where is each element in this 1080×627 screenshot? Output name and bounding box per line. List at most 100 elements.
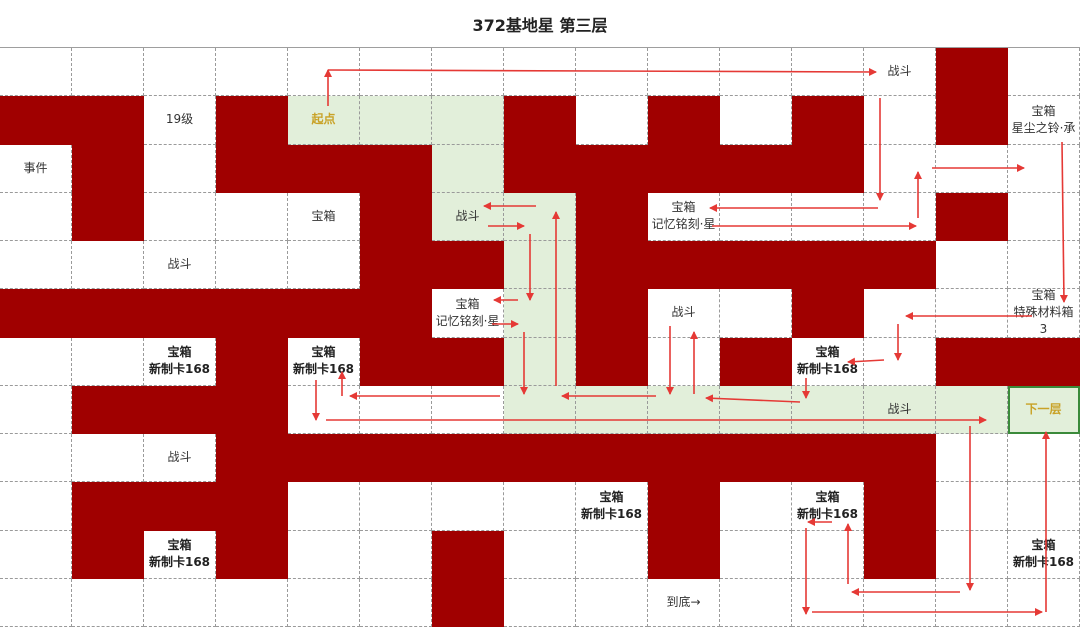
map-cell-empty (576, 48, 648, 97)
map-cell-empty (1008, 578, 1080, 627)
map-cell-wall (864, 482, 936, 531)
map-cell-empty (0, 434, 72, 483)
map-cell-wall (576, 192, 648, 241)
next-floor-exit: 下一层 (1008, 385, 1080, 434)
map-cell-label: 宝箱 新制卡168 (288, 337, 360, 386)
map-cell-path (504, 385, 576, 434)
cell-label: 战斗 (887, 401, 912, 416)
cell-label: 宝箱 记忆铭刻·星 (651, 200, 716, 232)
map-cell-wall (216, 385, 288, 434)
cell-label: 战斗 (671, 305, 696, 320)
cell-label: 战斗 (887, 64, 912, 79)
map-cell-empty (1008, 434, 1080, 483)
start-point: 起点 (288, 96, 360, 145)
map-cell-empty (936, 530, 1008, 579)
map-cell-empty (792, 530, 864, 579)
map-cell-wall (288, 434, 360, 483)
cell-label: 19级 (165, 112, 194, 127)
map-cell-path (504, 337, 576, 386)
map-cell-wall (144, 385, 216, 434)
cell-label: 宝箱 新制卡168 (148, 345, 211, 377)
map-cell-empty (432, 482, 504, 531)
map-cell-empty (1008, 48, 1080, 97)
map-cell-empty (864, 337, 936, 386)
cell-label: 宝箱 新制卡168 (1012, 538, 1075, 570)
map-cell-path (504, 192, 576, 241)
map-cell-wall (864, 434, 936, 483)
map-cell-wall (936, 48, 1008, 97)
map-cell-empty (0, 192, 72, 241)
map-cell-label: 宝箱 记忆铭刻·星 (648, 192, 720, 241)
map-cell-label: 战斗 (144, 241, 216, 290)
map-cell-empty (792, 192, 864, 241)
map-cell-empty (144, 578, 216, 627)
map-cell-empty (936, 482, 1008, 531)
map-cell-empty (288, 241, 360, 290)
map-cell-empty (144, 144, 216, 193)
map-cell-wall (504, 96, 576, 145)
map-cell-label: 宝箱 新制卡168 (144, 530, 216, 579)
map-cell-empty (1008, 482, 1080, 531)
map-cell-empty (576, 96, 648, 145)
map-cell-wall (576, 337, 648, 386)
map-cell-empty (720, 96, 792, 145)
map-cell-empty (432, 48, 504, 97)
map-cell-label: 宝箱 新制卡168 (1008, 530, 1080, 579)
map-cell-empty (864, 289, 936, 338)
map-cell-label: 宝箱 特殊材料箱 3 (1008, 288, 1080, 338)
map-cell-wall (720, 434, 792, 483)
map-cell-wall (72, 96, 144, 145)
map-cell-label: 宝箱 新制卡168 (792, 337, 864, 386)
map-cell-empty (864, 578, 936, 627)
map-cell-empty (0, 482, 72, 531)
map-cell-empty (216, 578, 288, 627)
map-cell-empty (432, 385, 504, 434)
map-cell-wall (72, 192, 144, 241)
map-cell-label: 宝箱 新制卡168 (576, 482, 648, 531)
map-cell-empty (576, 578, 648, 627)
map-cell-empty (288, 48, 360, 97)
map-cell-wall (648, 241, 720, 290)
map-cell-wall (864, 530, 936, 579)
map-cell-empty (864, 144, 936, 193)
map-cell-empty (216, 192, 288, 241)
map-cell-empty (144, 192, 216, 241)
map-cell-wall (864, 241, 936, 290)
map-cell-path (936, 385, 1008, 434)
map-cell-empty (936, 434, 1008, 483)
map-cell-wall (792, 96, 864, 145)
map-cell-empty (72, 434, 144, 483)
map-cell-empty (720, 289, 792, 338)
map-cell-empty (936, 578, 1008, 627)
map-cell-path (504, 289, 576, 338)
map-cell-empty (1008, 241, 1080, 290)
map-cell-wall (936, 96, 1008, 145)
cell-label: 战斗 (167, 257, 192, 272)
map-cell-path (504, 241, 576, 290)
map-cell-label: 战斗 (144, 434, 216, 483)
map-cell-empty (648, 48, 720, 97)
map-cell-wall (0, 289, 72, 338)
map-cell-empty (0, 530, 72, 579)
map-cell-empty (216, 241, 288, 290)
cell-label: 宝箱 新制卡168 (580, 489, 643, 521)
map-cell-wall (0, 96, 72, 145)
map-cell-empty (0, 385, 72, 434)
map-cell-empty (72, 48, 144, 97)
map-cell-wall (72, 144, 144, 193)
cell-label: 宝箱 新制卡168 (148, 538, 211, 570)
cell-label: 事件 (23, 160, 48, 175)
map-cell-empty (144, 48, 216, 97)
map-cell-empty (1008, 192, 1080, 241)
map-cell-label: 宝箱 星尘之铃·承 (1008, 96, 1080, 145)
map-cell-wall (360, 241, 432, 290)
map-cell-empty (0, 241, 72, 290)
map-cell-wall (216, 530, 288, 579)
map-cell-wall (504, 434, 576, 483)
map-cell-empty (72, 337, 144, 386)
map-cell-empty (0, 578, 72, 627)
map-cell-empty (0, 337, 72, 386)
map-cell-empty (216, 48, 288, 97)
map-cell-wall (1008, 337, 1080, 386)
